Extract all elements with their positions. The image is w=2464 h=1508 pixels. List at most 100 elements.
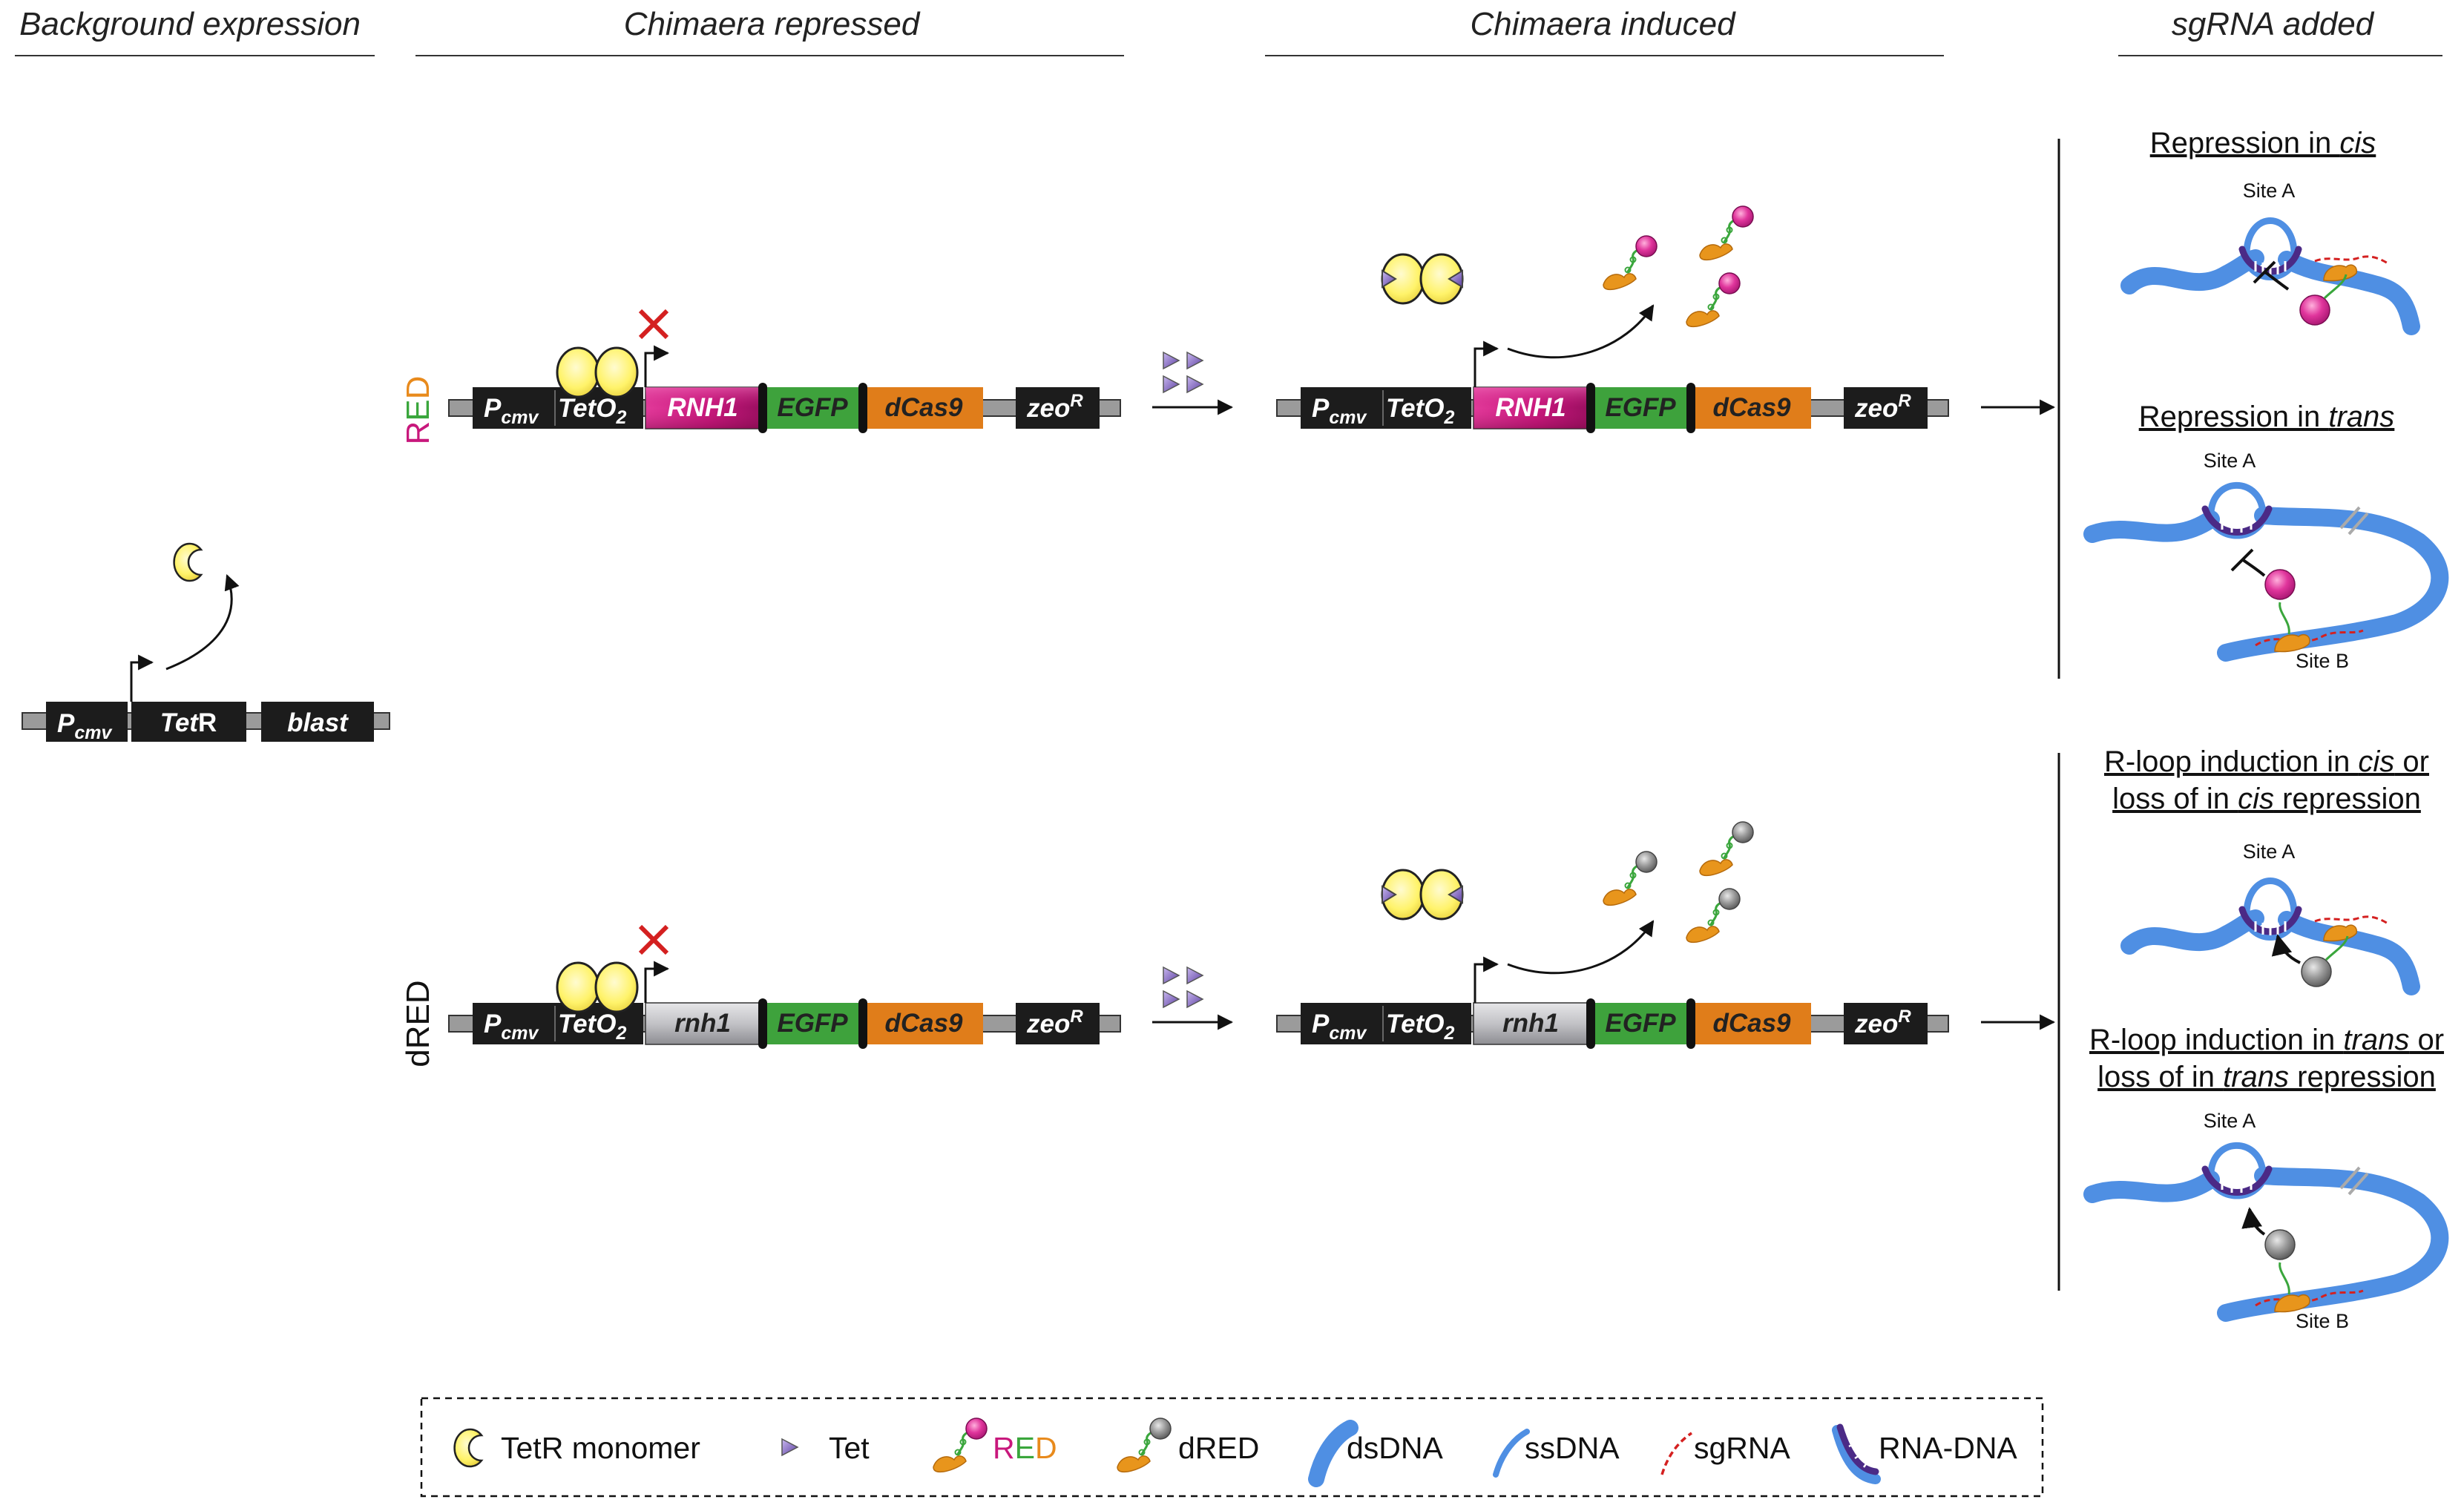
promoter-operator-block	[1301, 387, 1471, 429]
ssdna-legend-icon	[1493, 1429, 1530, 1478]
outcome-title-trans-induction-2: loss of in trans repression	[2097, 1061, 2436, 1093]
rnh1-domain-icon	[2299, 294, 2330, 326]
blocked-transcription-dred	[638, 924, 670, 1003]
site-b-label: Site B	[2296, 1310, 2349, 1332]
egfp-label: EGFP	[1605, 393, 1676, 422]
zeo-block	[1844, 1003, 1928, 1044]
legend-rnadna: RNA-DNA	[1879, 1431, 2017, 1465]
outcome-title-trans-repression: Repression in trans	[2139, 401, 2395, 433]
expression-arrow	[165, 574, 240, 671]
zeo-label: zeoR	[1026, 391, 1083, 423]
tetr-tet-complex-icon	[1381, 253, 1464, 305]
tet-legend-icon	[781, 1438, 798, 1456]
legend-dred: dRED	[1178, 1431, 1259, 1465]
outcome-title-cis-induction-1: R-loop induction in cis or	[2104, 745, 2429, 778]
site-a-label: Site A	[2243, 840, 2296, 863]
red-chimera-icon	[1698, 205, 1755, 261]
dred-chimera-icon	[1698, 820, 1755, 877]
legend-red-e: E	[1015, 1431, 1035, 1465]
cis-dna-scene	[2129, 881, 2411, 987]
dcas9-block	[864, 387, 983, 429]
dred-legend-icon	[1116, 1417, 1172, 1473]
outcome-cis-repression: Repression in cis Site A	[2129, 127, 2411, 326]
header-background: Background expression	[19, 6, 361, 42]
tet-icon	[1163, 352, 1180, 369]
rnh1-shading	[1474, 387, 1589, 429]
red-letter-d: D	[400, 376, 436, 400]
linker-mark	[758, 998, 767, 1049]
header-repressed: Chimaera repressed	[624, 6, 921, 42]
red-chimera-icon	[1685, 271, 1741, 328]
dcas9-label: dCas9	[884, 1009, 963, 1038]
legend-dsdna: dsDNA	[1347, 1431, 1444, 1465]
legend-tet: Tet	[829, 1431, 870, 1465]
rnh1-domain-icon	[2264, 569, 2296, 600]
outcome-cis-induction: R-loop induction in cis or loss of in ci…	[2104, 745, 2429, 987]
blast-label: blast	[287, 708, 349, 737]
legend: TetR monomer Tet RED dRED dsDNA ssDNA sg…	[420, 1397, 2044, 1498]
outcome-title-cis-induction-2: loss of in cis repression	[2112, 783, 2421, 815]
pcmv-block	[46, 702, 128, 742]
header-induced: Chimaera induced	[1470, 6, 1736, 42]
legend-box	[420, 1397, 2044, 1498]
linker-mark	[1586, 383, 1595, 433]
outcome-title-trans-induction-1: R-loop induction in trans or	[2089, 1024, 2444, 1056]
linker-mark	[858, 998, 867, 1049]
outcome-title-cis-repression: Repression in cis	[2150, 127, 2376, 159]
promoter-operator-block	[1301, 1003, 1471, 1044]
egfp-block	[764, 1003, 861, 1044]
legend-sgrna: sgRNA	[1694, 1431, 1791, 1465]
rnh1-dead-block	[645, 1002, 761, 1045]
tet-icon	[1186, 375, 1203, 393]
sgrna-legend-icon	[1660, 1432, 1692, 1475]
zeo-block	[1844, 387, 1928, 429]
teto2-label: TetO2	[558, 1010, 626, 1044]
red-letter-r: R	[400, 421, 436, 445]
svg-text:Pcmv: Pcmv	[57, 709, 113, 743]
tetr-tet-complex-icon	[1381, 869, 1464, 921]
cis-dna-scene	[2129, 221, 2411, 327]
pcmv-label: P	[57, 709, 75, 738]
linker-mark	[858, 383, 867, 433]
blast-block	[261, 702, 374, 742]
tet-icon	[1163, 375, 1180, 393]
rnh1-label: RNH1	[1495, 393, 1566, 422]
dead-rnh1-domain-icon	[2301, 956, 2332, 987]
site-a-label: Site A	[2204, 450, 2256, 472]
blocked-transcription-red	[638, 309, 670, 387]
legend-red-d: D	[1035, 1431, 1057, 1465]
legend-ssdna: ssDNA	[1525, 1431, 1620, 1465]
rnadna-legend-icon	[1832, 1423, 1881, 1484]
dcas9-block	[1692, 1003, 1811, 1044]
site-a-label: Site A	[2204, 1110, 2256, 1132]
zeo-label: zeoR	[1026, 1007, 1083, 1038]
dred-chimera-icon	[1685, 887, 1741, 944]
zeo-block	[1016, 387, 1100, 429]
pcmv-label: Pcmv	[1312, 1010, 1367, 1044]
tetr-gene-prefix: Tet	[160, 708, 200, 737]
teto2-label: TetO2	[558, 394, 626, 428]
teto2-label: TetO2	[1386, 394, 1454, 428]
legend-red: RED	[993, 1431, 1057, 1465]
egfp-label: EGFP	[777, 393, 848, 422]
rnh1-dead-block	[1473, 1002, 1589, 1045]
dred-chimera-icon	[1602, 850, 1658, 906]
pcmv-label: Pcmv	[1312, 394, 1367, 428]
dcas9-label: dCas9	[1712, 1009, 1791, 1038]
tetr-monomer-legend-icon	[453, 1428, 483, 1468]
tet-icon	[1186, 990, 1203, 1008]
rnh1-shading	[645, 387, 760, 429]
egfp-label: EGFP	[1605, 1009, 1676, 1038]
tetr-gene-block	[131, 702, 246, 742]
outcome-trans-induction: R-loop induction in trans or loss of in …	[2083, 1024, 2449, 1332]
outcome-trans-repression: Repression in trans Site A Site B	[2083, 401, 2449, 672]
tss-arrow	[130, 654, 154, 702]
egfp-label: EGFP	[777, 1009, 848, 1038]
linker-mark	[1686, 383, 1695, 433]
